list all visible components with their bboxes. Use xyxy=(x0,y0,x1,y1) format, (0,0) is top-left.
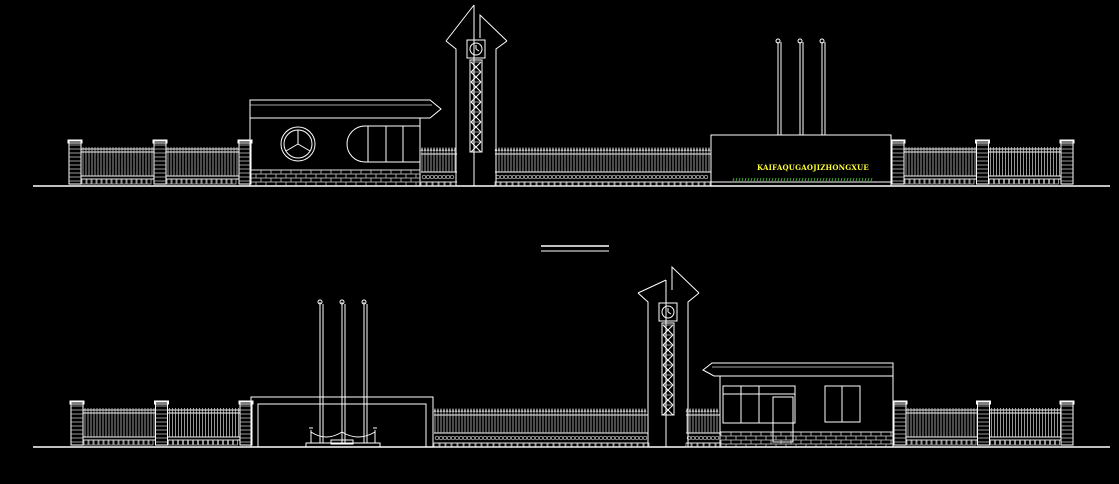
upper-guardhouse xyxy=(249,99,442,187)
lower-flagpoles xyxy=(309,299,377,443)
section-separator xyxy=(541,245,609,252)
upper-clock-tower xyxy=(445,4,508,186)
lower-flag-platform xyxy=(250,299,434,448)
upper-clock-icon xyxy=(469,42,483,56)
lower-clock-tower xyxy=(637,265,700,447)
lower-guardhouse xyxy=(702,362,894,448)
lower-guardhouse-window-left xyxy=(722,385,796,424)
upper-guardhouse-brick xyxy=(250,169,420,186)
upper-sign-hedge xyxy=(732,177,873,182)
upper-sign-board: KAIFAQUGAOJIZHONGXUE xyxy=(710,38,892,187)
lower-fence-left xyxy=(69,400,254,446)
upper-guardhouse-window xyxy=(346,125,421,163)
upper-elevation: KAIFAQUGAOJIZHONGXUE xyxy=(33,4,1110,187)
lower-guardhouse-door xyxy=(772,396,794,443)
lower-elevation xyxy=(33,265,1110,448)
lower-fence-right xyxy=(892,400,1075,446)
lower-fence-middle xyxy=(433,407,722,448)
upper-fence-middle xyxy=(420,146,711,187)
lower-guardhouse-brick xyxy=(720,431,893,447)
lower-guardhouse-window-right xyxy=(824,385,861,423)
upper-flagpoles xyxy=(775,38,826,135)
lower-clock-icon xyxy=(661,305,675,319)
school-name-sign: KAIFAQUGAOJIZHONGXUE xyxy=(757,163,869,172)
upper-fence-right xyxy=(890,139,1075,185)
roundel-emblem xyxy=(280,126,316,162)
upper-fence-left xyxy=(67,139,253,185)
